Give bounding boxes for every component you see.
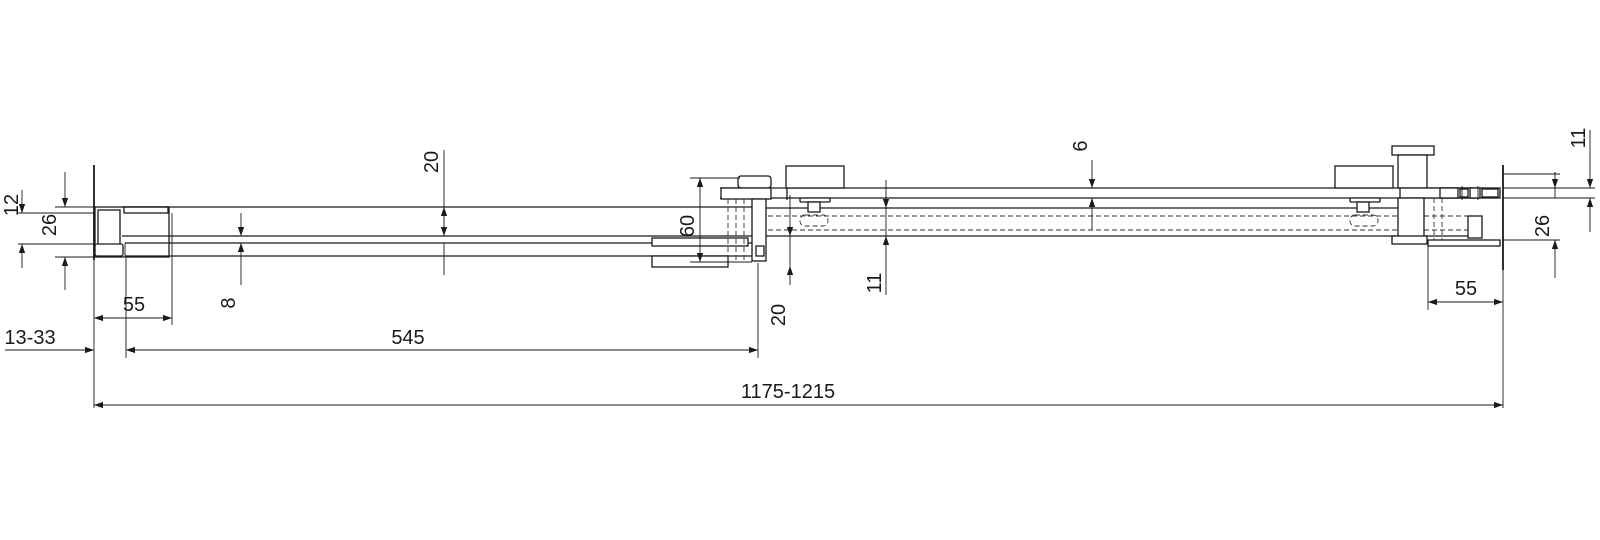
right-wall-profile — [1391, 165, 1504, 270]
dim-label-60: 60 — [677, 215, 699, 237]
dim-label-20-top: 20 — [421, 151, 443, 173]
dim-label-26-left: 26 — [39, 214, 61, 236]
door-handle — [1391, 145, 1435, 189]
center-junction — [651, 175, 788, 268]
dim-label-6: 6 — [1070, 140, 1092, 151]
dim-label-11-right: 11 — [1568, 128, 1590, 149]
fixed-glass-panel — [122, 206, 760, 257]
dim-label-55-right: 55 — [1455, 278, 1477, 300]
dim-label-total: 1175-1215 — [741, 381, 835, 403]
roller-left — [785, 165, 845, 227]
dim-label-13-33: 13-33 — [4, 327, 55, 349]
dim-label-12: 12 — [1, 194, 23, 216]
dim-label-11-mid: 11 — [864, 273, 886, 294]
dimension-lines — [5, 130, 1594, 409]
dim-label-545: 545 — [391, 327, 424, 349]
roller-right — [1334, 165, 1394, 227]
dim-label-20-bottom: 20 — [768, 304, 790, 326]
dim-label-55-left: 55 — [123, 294, 145, 316]
sliding-glass-panel — [720, 187, 1480, 237]
seal-spring — [1439, 186, 1499, 200]
left-wall-profile — [93, 165, 170, 260]
dim-label-8: 8 — [218, 297, 240, 308]
dim-label-26-right: 26 — [1532, 215, 1554, 237]
